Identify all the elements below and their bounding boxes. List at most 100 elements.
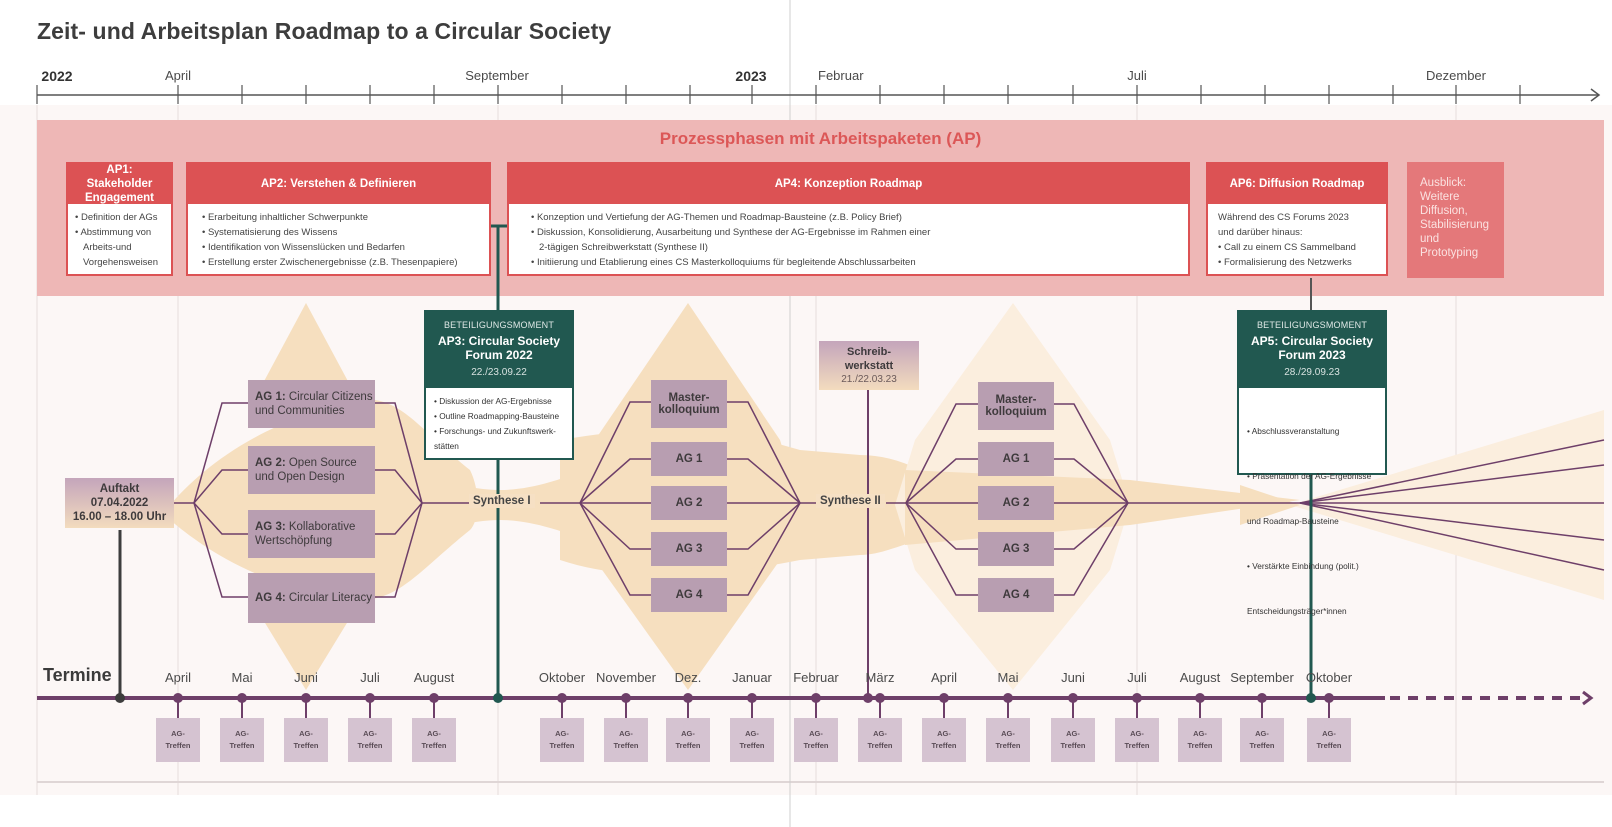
ap5-item: Entscheidungsträger*innen bbox=[1247, 606, 1347, 616]
ap3-forum-header: BETEILIGUNGSMOMENT AP3: Circular Society… bbox=[426, 312, 572, 388]
ap1-title-text: AP1: Stakeholder Engagement bbox=[84, 164, 154, 204]
ausblick-line: Ausblick: bbox=[1420, 177, 1467, 189]
phase3-groups-box: Master- kolloquium bbox=[978, 382, 1054, 430]
branch-line bbox=[905, 502, 978, 550]
ag-treffen-box: AG- Treffen bbox=[858, 718, 902, 762]
phase2-groups-box: Master- kolloquium bbox=[651, 380, 727, 428]
phase2-groups-box: AG 2 bbox=[651, 486, 727, 520]
top-timeline-label: April bbox=[164, 68, 192, 83]
ap2-item: • Erstellung erster Zwischenergebnisse (… bbox=[202, 257, 458, 268]
fan-out-line bbox=[1299, 439, 1605, 504]
branch-line bbox=[579, 502, 651, 596]
ag-title: Circular Literacy bbox=[285, 592, 372, 604]
ag-treffen-box: AG- Treffen bbox=[730, 718, 774, 762]
ap5-date: 28./29.09.23 bbox=[1284, 367, 1340, 378]
branch-line bbox=[375, 402, 423, 504]
ap5-item: und Roadmap-Bausteine bbox=[1247, 516, 1339, 526]
synthese-1-label: Synthese I bbox=[469, 494, 535, 508]
ap5-name-line: AP5: Circular Society bbox=[1250, 334, 1374, 348]
ag-treffen-box: AG- Treffen bbox=[794, 718, 838, 762]
ag-treffen-box: AG- Treffen bbox=[986, 718, 1030, 762]
ag-number: AG 4: bbox=[255, 592, 286, 604]
termine-month-label: Juni bbox=[1061, 670, 1085, 685]
branch-line bbox=[1054, 403, 1129, 504]
ap1-item: Vorgehensweisen bbox=[83, 257, 158, 268]
ap4-item: 2-tägigen Schreibwerkstatt (Synthese II) bbox=[539, 242, 708, 253]
phase2-groups-box: AG 4 bbox=[651, 578, 727, 612]
ap5-forum-header: BETEILIGUNGSMOMENT AP5: Circular Society… bbox=[1239, 312, 1385, 388]
ap5-item: • Präsentation der AG-Ergebnisse bbox=[1247, 471, 1372, 481]
termine-month-label: April bbox=[930, 670, 958, 685]
ap5-name-line: Forum 2023 bbox=[1278, 348, 1346, 362]
ap3-item: • Forschungs- und Zukunftswerk- bbox=[434, 426, 556, 436]
branch-line bbox=[905, 502, 978, 596]
ap6-title: AP6: Diffusion Roadmap bbox=[1208, 164, 1386, 204]
ap2-title: AP2: Verstehen & Definieren bbox=[188, 164, 489, 204]
branch-line bbox=[905, 458, 978, 504]
ap1-title: AP1: Stakeholder Engagement bbox=[68, 164, 171, 204]
ap-band-title: Prozessphasen mit Arbeitspaketen (AP) bbox=[659, 129, 982, 148]
ag-title: und Communities bbox=[255, 405, 345, 417]
branch-line bbox=[905, 403, 978, 504]
branch-line bbox=[727, 502, 801, 596]
branch-line bbox=[375, 502, 423, 535]
ag-treffen-box: AG- Treffen bbox=[1178, 718, 1222, 762]
ag-title: Open Source bbox=[285, 457, 357, 469]
ap2-list: • Erarbeitung inhaltlicher Schwerpunkte … bbox=[188, 204, 489, 270]
ausblick-line: Weitere bbox=[1420, 191, 1460, 203]
ag-treffen-box: AG- Treffen bbox=[412, 718, 456, 762]
ausblick-line: und bbox=[1420, 233, 1440, 245]
ag-treffen-box: AG- Treffen bbox=[922, 718, 966, 762]
ap1-item: Arbeits-und bbox=[83, 242, 132, 253]
flow-triangle-bottom-1 bbox=[262, 618, 350, 690]
ag-treffen-box: AG- Treffen bbox=[540, 718, 584, 762]
page-title: Zeit- und Arbeitsplan Roadmap to a Circu… bbox=[37, 18, 612, 44]
ap2-card: AP2: Verstehen & Definieren • Erarbeitun… bbox=[186, 162, 491, 276]
branch-line bbox=[1054, 502, 1129, 550]
ausblick-line: Stabilisierung bbox=[1420, 219, 1490, 231]
termine-label: Termine bbox=[43, 665, 112, 685]
termine-month-label: Mai bbox=[231, 670, 253, 685]
ag-number: AG 1: bbox=[255, 391, 286, 403]
ap4-card: AP4: Konzeption Roadmap • Konzeption und… bbox=[507, 162, 1190, 276]
phase3-groups-box: AG 2 bbox=[978, 486, 1054, 520]
schreibwerkstatt-date: 21./22.03.23 bbox=[841, 374, 897, 385]
ag-title: Circular Citizens bbox=[285, 391, 373, 403]
termine-month-label: September bbox=[1230, 670, 1294, 685]
ap2-item: • Identifikation von Wissenslücken und B… bbox=[202, 242, 405, 253]
termine-month-label: Oktober bbox=[538, 670, 586, 685]
top-timeline-label: Juli bbox=[1127, 68, 1147, 83]
branch-line bbox=[727, 502, 801, 550]
termine-month-label: Mai bbox=[997, 670, 1019, 685]
ap1-list: • Definition der AGs • Abstimmung von Ar… bbox=[68, 204, 171, 270]
ap6-line: • Formalisierung des Netzwerks bbox=[1218, 257, 1352, 268]
ag-title: und Open Design bbox=[255, 471, 345, 483]
ag-treffen-box: AG- Treffen bbox=[1240, 718, 1284, 762]
ap1-item: • Abstimmung von bbox=[75, 227, 152, 238]
ap1-item: • Definition der AGs bbox=[75, 212, 158, 223]
ap3-dot bbox=[493, 693, 503, 703]
top-timeline-label: Februar bbox=[818, 68, 864, 83]
termine-month-label: März bbox=[865, 670, 895, 685]
termine-month-label: April bbox=[164, 670, 192, 685]
schreibwerkstatt-dot bbox=[863, 693, 873, 703]
ap4-title: AP4: Konzeption Roadmap bbox=[509, 164, 1188, 204]
phase3-groups-box: AG 4 bbox=[978, 578, 1054, 612]
branch-line bbox=[1054, 458, 1129, 504]
branch-line bbox=[579, 401, 651, 504]
ag-treffen-box: AG- Treffen bbox=[348, 718, 392, 762]
phase2-groups-box: AG 3 bbox=[651, 532, 727, 566]
ap6-text: Während des CS Forums 2023 und darüber h… bbox=[1208, 204, 1386, 270]
ap5-item: • Abschlussveranstaltung bbox=[1247, 426, 1340, 436]
fan-out-line bbox=[1299, 502, 1605, 541]
ap3-name-line: Forum 2022 bbox=[465, 348, 533, 362]
flow-fan-core bbox=[1240, 485, 1300, 525]
termine-month-label: Dez. bbox=[674, 670, 702, 685]
ag-treffen-box: AG- Treffen bbox=[284, 718, 328, 762]
fan-out-line bbox=[1299, 464, 1605, 504]
auftakt-date: 07.04.2022 bbox=[90, 497, 149, 509]
termine-month-label: November bbox=[596, 670, 656, 685]
ap3-list: • Diskussion der AG-Ergebnisse • Outline… bbox=[426, 388, 572, 454]
